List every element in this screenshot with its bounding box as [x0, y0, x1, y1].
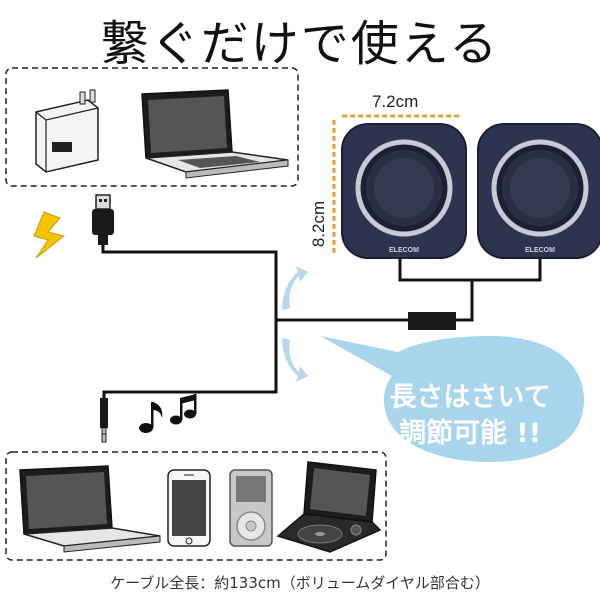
- headline: 繋ぐだけで使える: [100, 16, 500, 72]
- bubble-line-1: 長さはさいて: [389, 382, 551, 413]
- music-player-icon: [229, 469, 273, 547]
- cable-length-note: ケーブル全長：約133cm（ボリュームダイヤル部合む）: [110, 574, 490, 592]
- cable-paths: [101, 245, 542, 400]
- volume-control: [408, 312, 456, 330]
- dvd-player-icon: [276, 461, 382, 553]
- usb-adapter-icon: [35, 89, 99, 173]
- lightning-icon: [33, 211, 66, 259]
- bubble-text: 長さはさいて 調節可能 !!: [370, 380, 570, 452]
- dimension-lines: [332, 114, 460, 256]
- speaker-right-brand: ELECOM: [525, 247, 555, 254]
- height-dimension: 8.2cm: [309, 200, 329, 248]
- music-note-icon: [139, 394, 197, 433]
- adjust-arrow-icon: [282, 266, 308, 382]
- speech-bubble: [320, 336, 584, 462]
- audio-source-box: [5, 451, 387, 561]
- power-source-box: [5, 67, 299, 187]
- speaker-right: [477, 123, 600, 259]
- laptop-icon: [141, 89, 289, 179]
- usb-plug-icon: [92, 194, 114, 245]
- speaker-left: [341, 123, 467, 259]
- bubble-line-2: 調節可能 !!: [398, 418, 542, 449]
- smartphone-icon: [167, 469, 211, 547]
- laptop-bottom-icon: [19, 465, 161, 553]
- audio-jack-icon: [100, 398, 108, 443]
- width-dimension: 7.2cm: [372, 92, 419, 111]
- speaker-left-brand: ELECOM: [389, 247, 419, 254]
